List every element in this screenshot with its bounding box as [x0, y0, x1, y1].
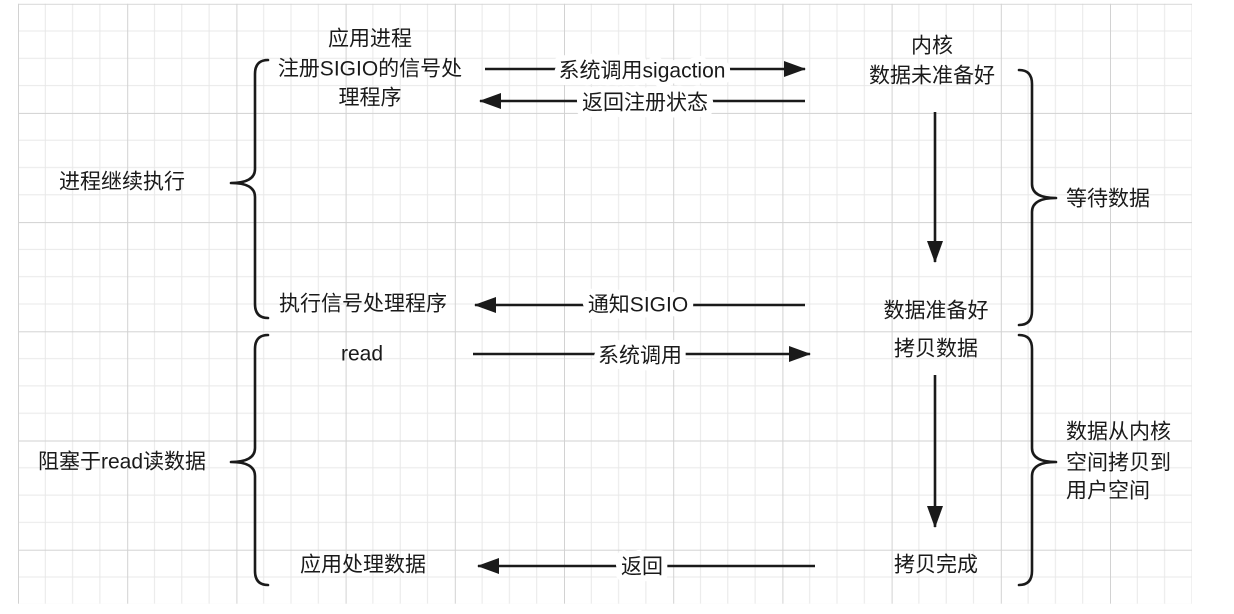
phase-copy-line1: 数据从内核: [1066, 421, 1171, 444]
process-register-line2: 理程序: [339, 87, 402, 110]
label-sigaction: 系统调用sigaction: [559, 60, 726, 83]
brace-wait-data: [1017, 68, 1058, 327]
phase-blocked-read: 阻塞于read读数据: [38, 451, 206, 474]
label-syscall: 系统调用: [598, 345, 682, 368]
kernel-copy: 拷贝数据: [894, 338, 978, 361]
label-notify-sigio: 通知SIGIO: [588, 294, 688, 317]
process-handle-data: 应用处理数据: [300, 554, 426, 577]
label-register-return: 返回注册状态: [582, 92, 708, 115]
brace-blocked-read: [229, 333, 270, 587]
phase-process-continues: 进程继续执行: [59, 171, 185, 194]
kernel-title: 内核: [911, 35, 953, 58]
label-return: 返回: [621, 556, 663, 579]
process-read: read: [341, 343, 383, 366]
kernel-not-ready: 数据未准备好: [869, 65, 995, 88]
phase-copy-line2: 空间拷贝到: [1066, 452, 1171, 475]
process-register-line1: 注册SIGIO的信号处: [278, 58, 462, 81]
phase-copy-line3: 用户空间: [1066, 480, 1150, 503]
brace-copy-data: [1017, 333, 1058, 587]
brace-process-continues: [229, 58, 270, 320]
kernel-copy-done: 拷贝完成: [894, 554, 978, 577]
kernel-ready: 数据准备好: [884, 300, 989, 323]
phase-wait-data: 等待数据: [1066, 188, 1150, 211]
process-title: 应用进程: [328, 28, 412, 51]
process-exec-handler: 执行信号处理程序: [279, 293, 447, 316]
